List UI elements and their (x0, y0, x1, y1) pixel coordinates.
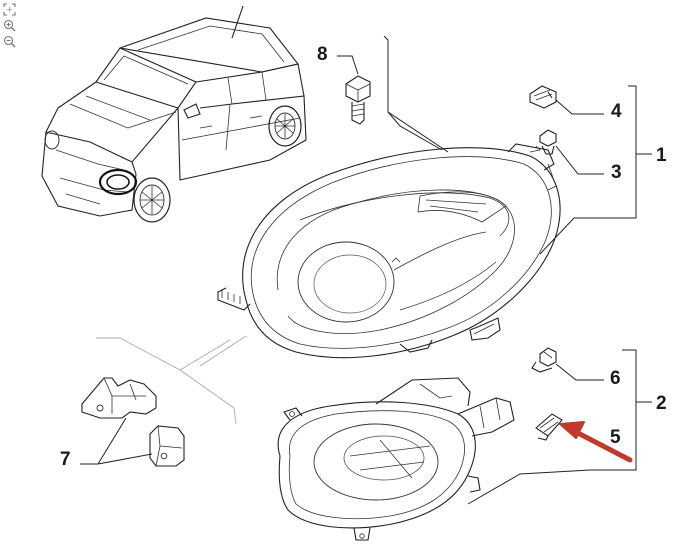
callout-6: 6 (610, 368, 621, 389)
highlight-arrow-icon (559, 421, 633, 463)
zoom-out-icon (3, 35, 15, 47)
part-7-brackets (81, 377, 185, 467)
callout-3: 3 (611, 162, 622, 183)
zoom-out-button[interactable] (2, 34, 16, 48)
callout-7: 7 (60, 449, 71, 470)
fit-screen-icon (2, 2, 16, 16)
zoom-in-icon (3, 19, 15, 31)
part-3-bulb (529, 129, 557, 155)
zoom-in-button[interactable] (2, 18, 16, 32)
car-illustration (41, 5, 307, 223)
callout-8: 8 (317, 44, 328, 65)
callout-5: 5 (610, 427, 621, 448)
callout-2: 2 (656, 393, 667, 414)
viewer-toolbar (2, 2, 18, 48)
part-6-bulb (531, 347, 557, 373)
part-2-fog-lamp-assembly (277, 377, 515, 541)
fit-screen-button[interactable] (2, 2, 16, 16)
callout-1: 1 (656, 145, 667, 166)
part-1-headlamp-assembly (217, 143, 561, 359)
part-8-screw (345, 75, 371, 125)
callout-4: 4 (611, 101, 622, 122)
part-4-bulb (529, 85, 557, 109)
part-5-bulb (535, 413, 563, 441)
